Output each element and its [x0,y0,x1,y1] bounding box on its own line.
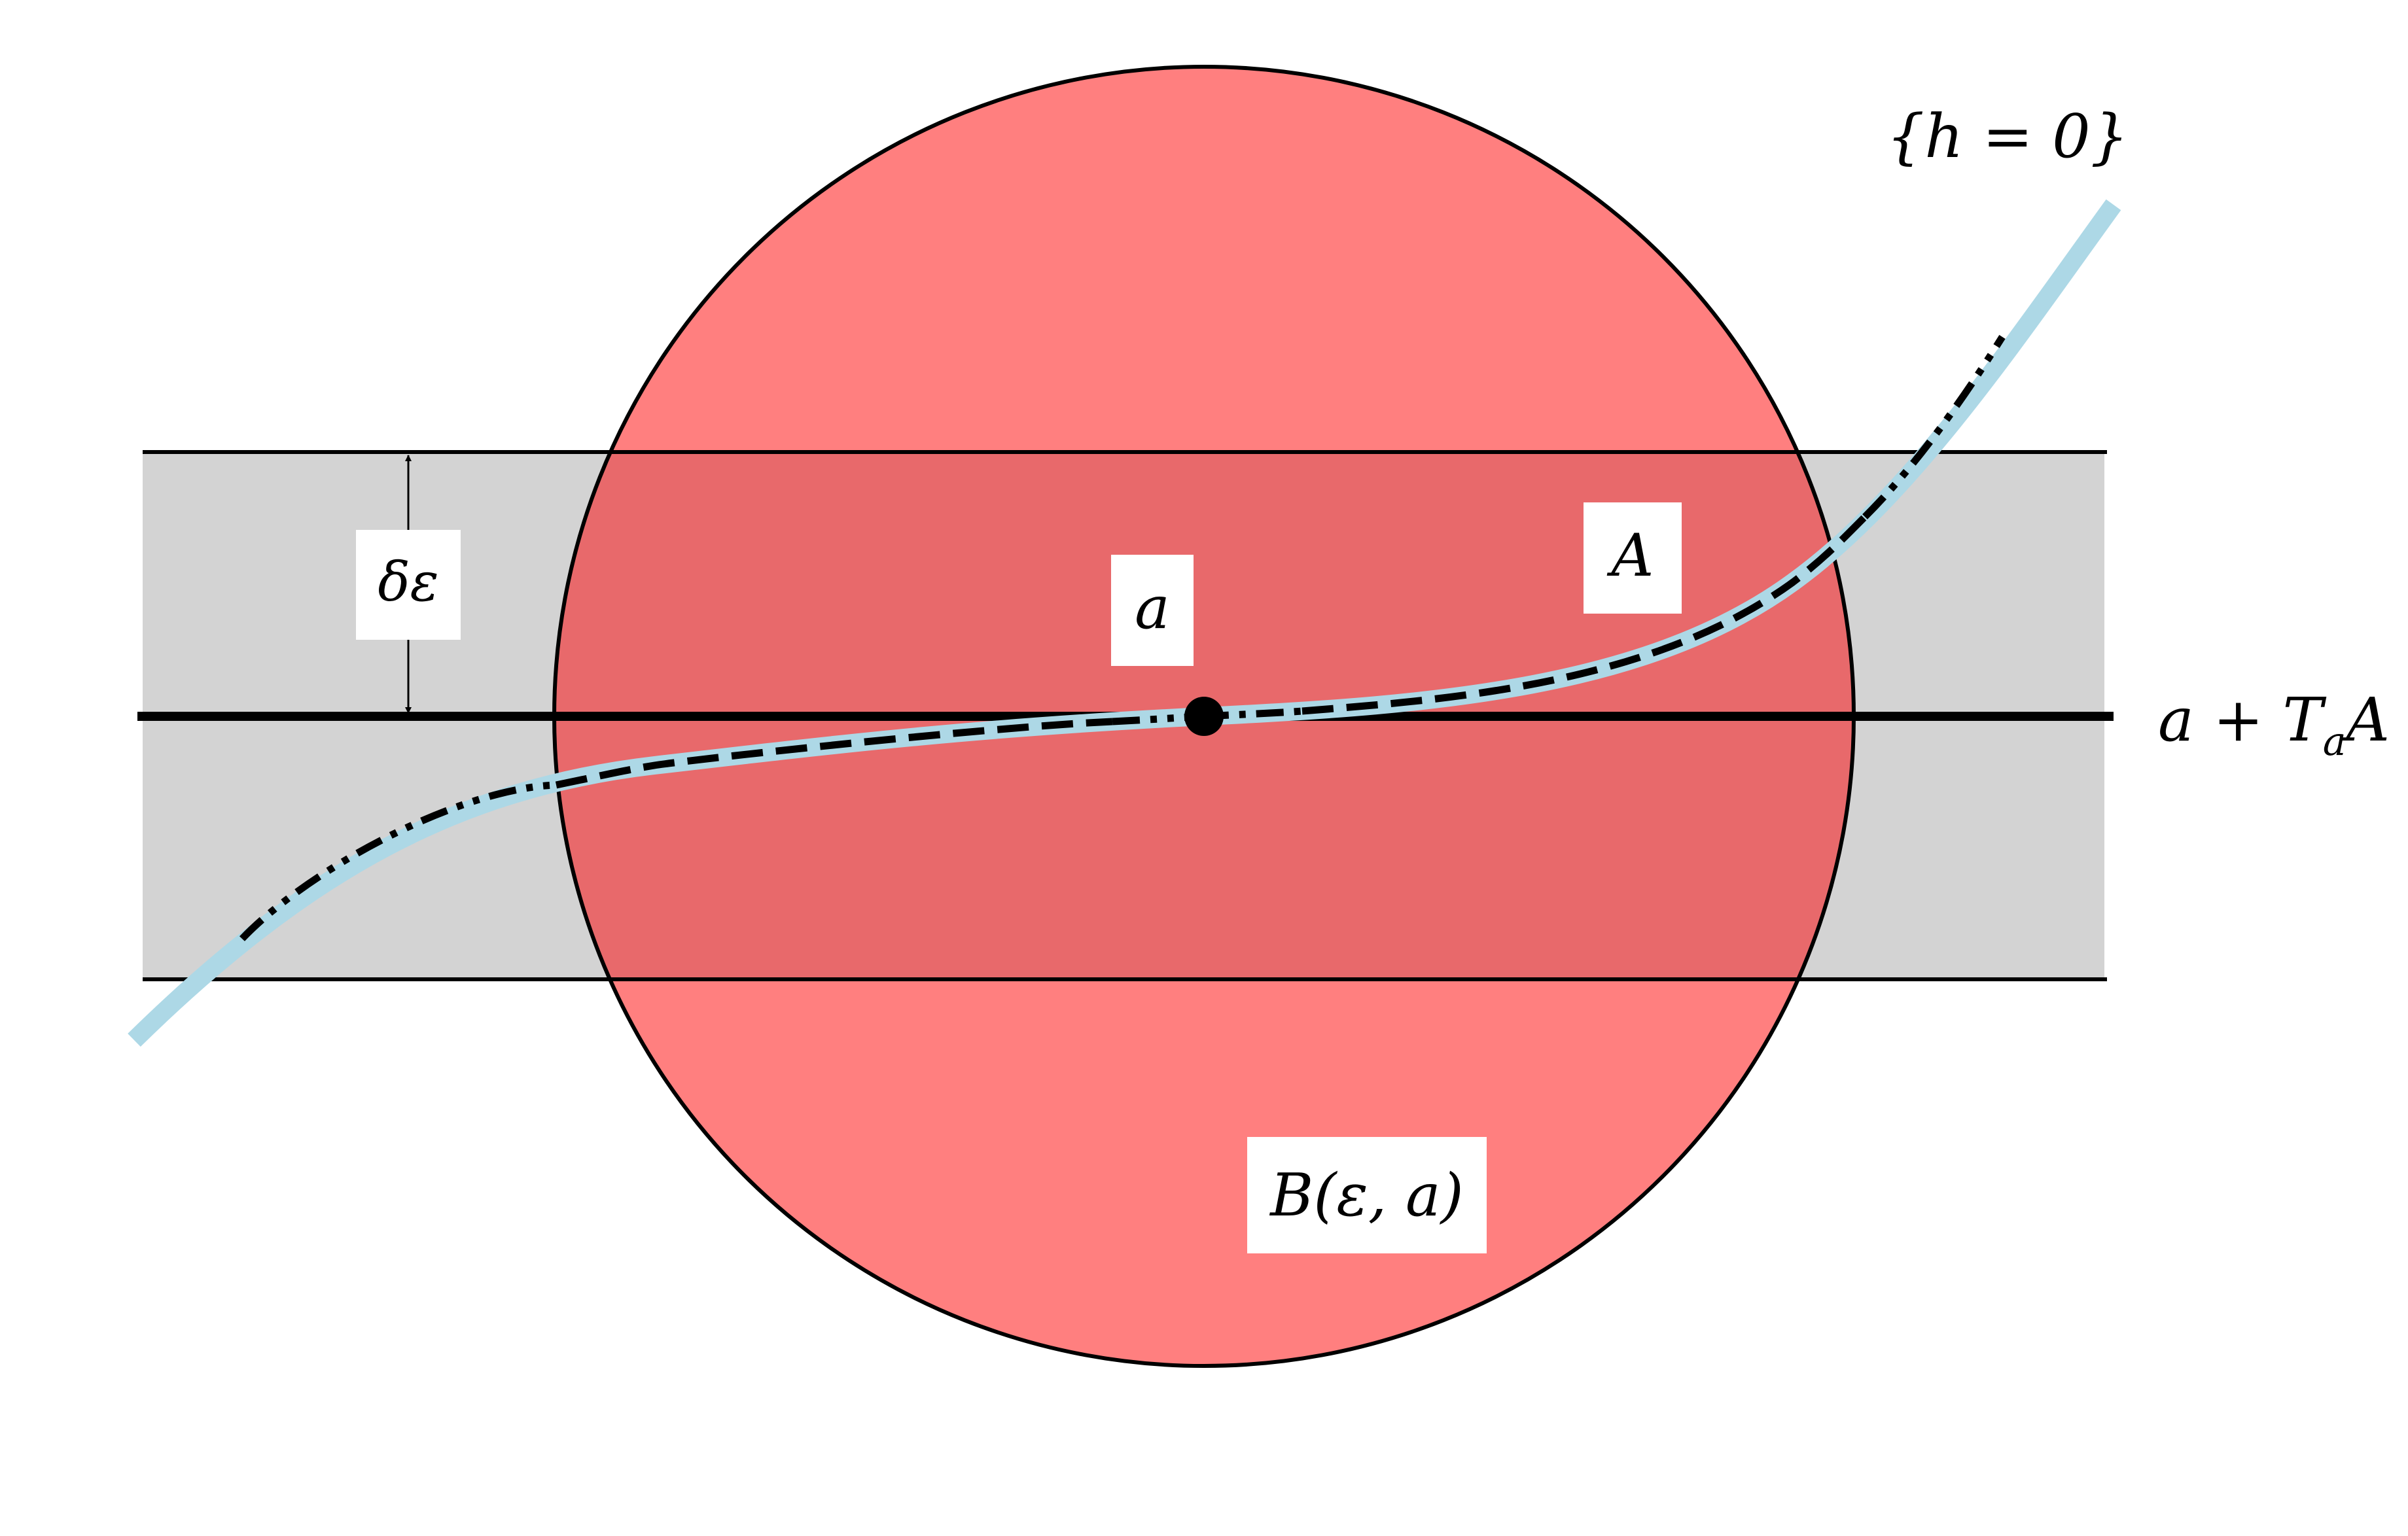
set-a-dashdot-left [239,781,557,941]
set-label-box [1584,502,1682,614]
tangent-label-main: a + T [2158,685,2326,755]
set-a-dashed-right [1301,514,1868,715]
ball-label: B(ε, a) [1269,1161,1464,1230]
ball-label-box [1247,1137,1487,1253]
tangent-label-tail: A [2341,685,2390,755]
point-label: a [1135,574,1170,642]
set-a-dashed [555,718,1113,789]
width-label: δε [378,551,438,614]
tangent-label-sub: a [2323,719,2346,765]
set-label: A [1607,521,1654,590]
width-label-box [356,530,461,640]
point-label-box [1111,555,1194,666]
set-a-dashdot-right [1862,335,2006,519]
point-a-dot [1184,697,1224,736]
tangent-label: a + TaA [2158,685,2390,765]
curve-label: {h = 0} [1886,101,2129,171]
